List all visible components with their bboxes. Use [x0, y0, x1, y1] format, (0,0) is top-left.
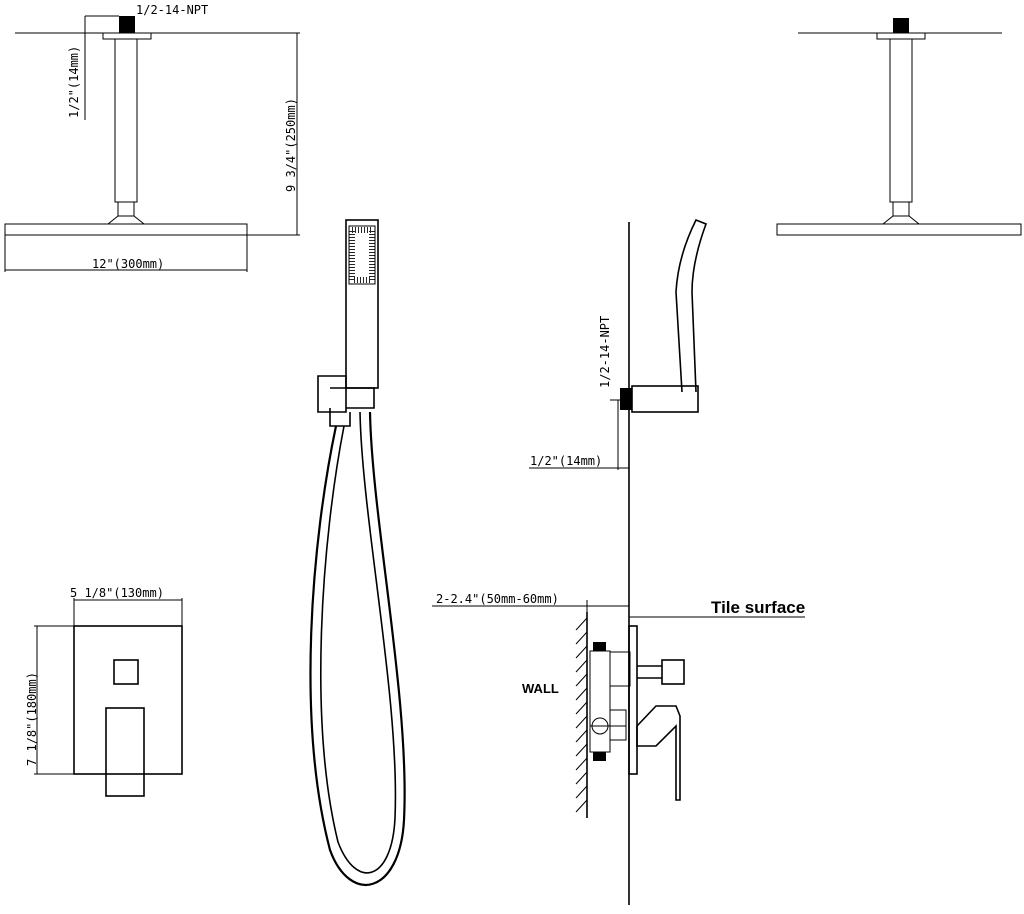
shower-hose-inner: [320, 411, 397, 874]
spray-nozzles: [349, 227, 375, 283]
hand-shower-handle: [345, 219, 379, 389]
depth-label: 2-2.4"(50mm-60mm): [436, 592, 559, 606]
shower-arm: [114, 38, 138, 203]
shower-hose: [309, 411, 406, 886]
wall-holder-bracket: [330, 387, 375, 409]
diverter-button: [113, 659, 139, 685]
valve-port-bottom: [593, 752, 606, 761]
ball-joint-right: [892, 201, 910, 217]
valve-port-top: [593, 642, 606, 651]
ceiling-flange-right: [876, 32, 926, 40]
hand-shower-side: [675, 218, 708, 393]
diverter-button-side: [661, 659, 685, 685]
trim-plate-side: [628, 625, 638, 775]
valve-trim-plate-front: 5 1/8"(130mm) 7 1/8"(180mm): [25, 586, 183, 797]
wall-label: WALL: [522, 681, 559, 696]
diverter-cartridge: [609, 651, 631, 687]
ceiling-showerhead-side-view: [776, 18, 1022, 236]
thread-connector-right: [893, 18, 909, 33]
side-thread-label: 1/2-14-NPT: [598, 316, 612, 388]
holder-thread-side: [620, 388, 632, 410]
shower-head-plate: [4, 223, 248, 236]
valve-handle: [105, 707, 145, 797]
wall-hatching: [575, 617, 588, 813]
thread-connector: [119, 16, 135, 33]
hose-connector: [329, 408, 351, 427]
mixer-cartridge: [609, 709, 627, 741]
tile-surface-label: Tile surface: [711, 598, 805, 617]
wall-holder-plate: [317, 375, 347, 413]
handheld-shower-assembly: [309, 219, 406, 886]
side-outlet-label: 1/2"(14mm): [530, 454, 602, 468]
installation-side-view: 1/2-14-NPT 1/2"(14mm) 2-2.4"(50mm-60mm) …: [432, 218, 805, 905]
top-pipe-width-label: 1/2"(14mm): [67, 46, 81, 118]
ceiling-flange: [102, 32, 152, 40]
ceiling-showerhead-front-view: 1/2-14-NPT 1/2"(14mm) 9 3/4"(250mm) 12"(…: [4, 3, 300, 272]
top-height-label: 9 3/4"(250mm): [284, 98, 298, 192]
valve-body: [589, 650, 611, 753]
top-width-label: 12"(300mm): [92, 257, 164, 271]
valve-handle-side: [636, 705, 681, 801]
shower-arm-right: [889, 38, 913, 203]
head-mount: [106, 215, 146, 225]
plate-width-label: 5 1/8"(130mm): [70, 586, 164, 600]
head-mount-right: [881, 215, 921, 225]
holder-bracket-side: [631, 385, 699, 413]
plate-height-label: 7 1/8"(180mm): [25, 672, 39, 766]
ball-joint: [117, 201, 135, 217]
shower-head-plate-right: [776, 223, 1022, 236]
top-thread-label: 1/2-14-NPT: [136, 3, 208, 17]
trim-plate: [73, 625, 183, 775]
